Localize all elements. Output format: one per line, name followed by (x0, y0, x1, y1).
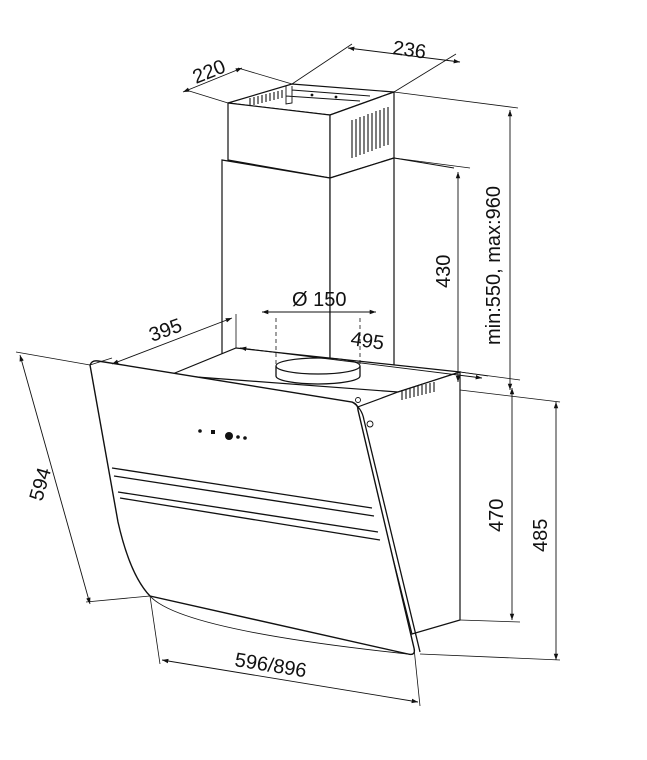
dimension-labels: 220 236 min:550, max:960 430 Ø 150 395 4… (26, 37, 552, 682)
dim-label-430: 430 (433, 255, 455, 288)
control-button (198, 429, 202, 433)
dim-line-236 (347, 46, 461, 64)
chimney-side-vents (351, 107, 389, 158)
bracket-hole (310, 93, 314, 97)
dim-label-236: 236 (391, 37, 427, 63)
power-button (225, 432, 233, 440)
panel-band-top (111, 467, 373, 509)
dim-line-395 (111, 317, 233, 365)
dim-label-594: 594 (26, 465, 56, 503)
glass-panel-edge (351, 401, 421, 653)
dim-label-duct: Ø 150 (292, 289, 346, 311)
duct-collar-top (275, 357, 361, 375)
housing-screw (366, 420, 374, 428)
dim-line-495 (239, 346, 483, 380)
housing-screw (355, 397, 361, 403)
chimney-front-vents (249, 90, 283, 106)
panel-band-bottom (117, 491, 379, 533)
control-button (211, 430, 215, 434)
dimension-lines (15, 43, 561, 707)
dim-label-470: 470 (486, 499, 508, 532)
glass-panel-edge-inner (149, 595, 409, 655)
dim-label-220: 220 (190, 56, 229, 89)
dim-label-chimney-range: min:550, max:960 (483, 186, 505, 345)
dim-label-495: 495 (349, 328, 385, 354)
housing-vents (401, 382, 435, 400)
dim-line-220 (182, 67, 243, 93)
bracket-hole (334, 95, 338, 99)
dim-line-596 (161, 658, 419, 704)
control-button (236, 435, 240, 439)
panel-band-mid (113, 475, 375, 517)
dim-line-594 (19, 354, 91, 605)
panel-band-lower (119, 497, 381, 541)
dim-label-596-896: 596/896 (233, 649, 308, 682)
control-panel (198, 429, 247, 440)
mounting-bracket (285, 86, 371, 105)
chimney (221, 83, 455, 386)
control-button (243, 436, 247, 440)
dim-label-395: 395 (146, 315, 185, 347)
dim-label-485: 485 (530, 519, 552, 552)
